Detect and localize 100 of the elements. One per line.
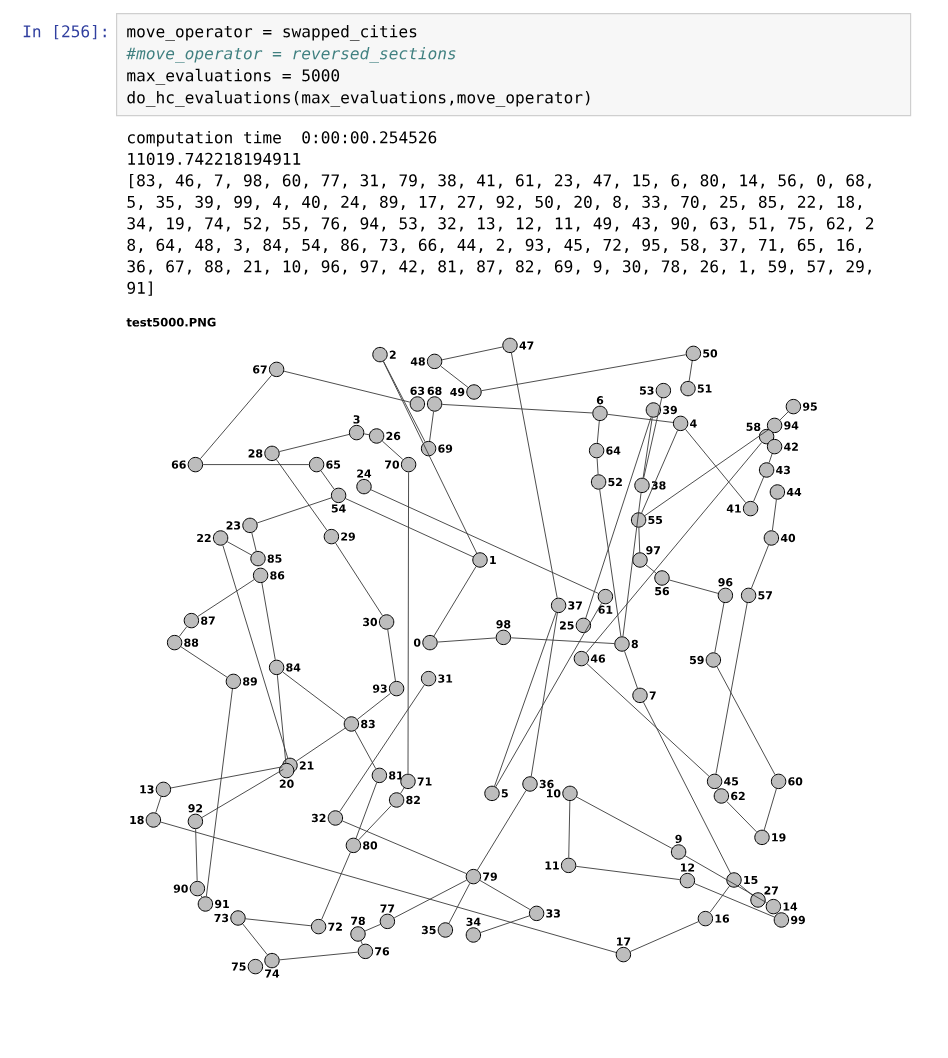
route-line <box>205 688 233 897</box>
route-line <box>596 420 600 444</box>
route-line <box>510 352 558 599</box>
route-line <box>178 626 188 637</box>
route-line <box>709 885 730 913</box>
route-line <box>448 882 471 924</box>
route-line <box>596 457 599 475</box>
route-line <box>382 361 478 554</box>
route-line <box>195 828 198 882</box>
route-line <box>363 433 370 436</box>
route-line <box>716 666 776 776</box>
route-line <box>256 497 332 524</box>
code-cell: move_operator = swapped_cities #move_operator = reversed_sections max_evaluations = 5000 do_hc_evaluations(max_evaluations,move_operator) <box>116 13 912 117</box>
route-line <box>180 646 228 678</box>
route-line <box>530 612 558 777</box>
route-line <box>355 782 378 839</box>
route-line <box>441 404 593 414</box>
route-line <box>279 434 350 452</box>
route-line <box>768 453 773 464</box>
route-line <box>684 855 768 904</box>
route-line <box>440 365 469 388</box>
route-line <box>222 544 289 759</box>
route-line <box>381 440 404 460</box>
route-line <box>586 663 710 777</box>
node-label: move_operator = swapped_cities <box>127 24 417 42</box>
output-text: [83, 46, 7, 98, 60, 77, 31, 79, 38, 41, 61, 23, 47, 15, 6, 80, 14, 56, 0, 68, <box>130 173 871 189</box>
output-text: 5, 35, 39, 99, 4, 40, 24, 89, 17, 27, 92, 50, 20, 8, 33, 70, 25, 85, 22, 18, <box>127 195 862 210</box>
route-line <box>335 542 383 616</box>
output-text: computation time 0:00:00.254526 <box>127 130 437 147</box>
route-line <box>170 766 283 789</box>
route-line <box>199 374 273 460</box>
node-label: max_evaluations = 5000 <box>127 68 340 86</box>
route-line <box>226 541 252 556</box>
route-line <box>607 413 674 423</box>
route-line <box>387 629 396 682</box>
output-text: 36, 67, 88, 21, 10, 96, 97, 42, 81, 87, 82, 69, 9, 30, 78, 26, 1, 59, 57, 29, <box>127 260 871 275</box>
output-text: 8, 64, 48, 3, 84, 54, 86, 73, 66, 44, 2, 93, 45, 72, 95, 58, 37, 71, 65, 16, <box>127 238 862 253</box>
route-line <box>251 532 257 552</box>
route-line <box>201 768 284 818</box>
route-line <box>400 787 405 794</box>
route-line <box>585 416 652 619</box>
node-label: #move_operator = reversed_sections <box>126 46 456 64</box>
route-line <box>321 852 351 920</box>
route-line <box>726 801 758 833</box>
route-line <box>494 612 557 787</box>
route-line <box>339 684 425 813</box>
route-line <box>779 411 789 421</box>
route-line <box>345 498 474 558</box>
route-line <box>383 361 426 443</box>
route-line <box>437 637 497 643</box>
route-line <box>320 470 335 490</box>
route-line <box>624 650 638 689</box>
route-line <box>242 923 268 956</box>
route-line <box>576 796 673 849</box>
route-line <box>668 579 719 594</box>
route-line <box>694 883 775 918</box>
node-label: do_hc_evaluations(max_evaluations,move_operator) <box>127 90 590 108</box>
route-line <box>481 354 687 392</box>
route-line <box>641 430 678 514</box>
route-line <box>433 566 477 637</box>
route-line <box>739 884 753 896</box>
route-line <box>261 582 276 661</box>
route-line <box>714 602 725 653</box>
route-line <box>476 790 527 871</box>
route-line <box>622 492 642 637</box>
route-line <box>480 915 530 933</box>
route-line <box>495 602 602 788</box>
route-line <box>276 459 328 531</box>
route-line <box>282 671 346 720</box>
route-line <box>441 346 503 361</box>
route-line <box>429 411 434 442</box>
route-line <box>245 918 312 927</box>
route-line <box>279 951 359 961</box>
route-line <box>568 800 571 859</box>
route-line <box>295 727 346 762</box>
route-line <box>510 637 615 644</box>
route-line <box>751 544 769 589</box>
route-line <box>358 805 392 841</box>
route-line <box>638 527 641 553</box>
route-line <box>685 428 747 504</box>
route-line <box>643 701 731 874</box>
route-line <box>364 923 381 932</box>
route-line <box>645 564 657 574</box>
route-line <box>715 602 748 775</box>
route-line <box>357 692 391 720</box>
route-line <box>643 397 663 479</box>
output-text: 11019.742218194911 <box>128 152 301 165</box>
route-line <box>202 464 310 466</box>
route-line <box>283 370 411 403</box>
route-line <box>354 730 377 770</box>
output-text: 34, 19, 74, 52, 55, 76, 94, 53, 32, 13, 12, 11, 49, 43, 90, 63, 51, 75, 62, 2 <box>127 217 874 232</box>
route-line <box>599 489 622 637</box>
route-line <box>630 921 699 952</box>
route-line <box>575 865 681 881</box>
route-line <box>479 880 531 910</box>
route-line <box>585 442 763 654</box>
prompt-label: In [256]: <box>23 24 106 40</box>
route-line <box>407 471 410 775</box>
route-line <box>753 476 765 502</box>
route-line <box>276 674 287 764</box>
